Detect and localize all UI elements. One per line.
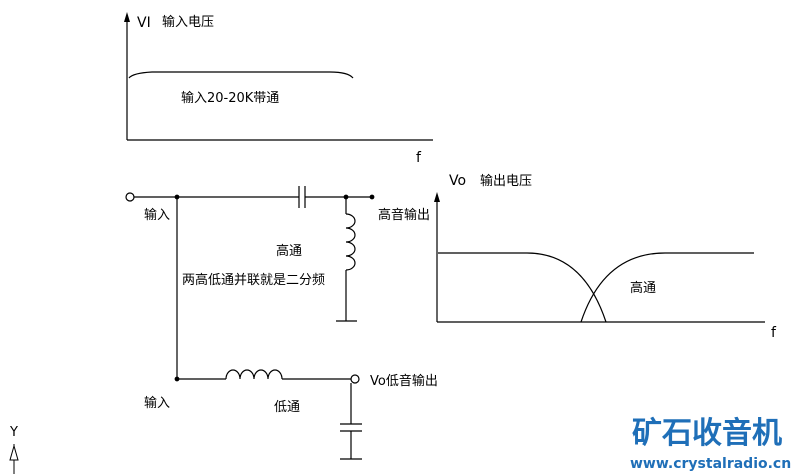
top-y-axis-label: VI — [137, 15, 151, 31]
series-inductor — [225, 369, 283, 380]
crossover-note: 两高低通并联就是二分频 — [182, 272, 325, 288]
input-band-curve — [128, 71, 354, 79]
corner-mark: Y — [9, 425, 18, 440]
input-bottom-label: 输入 — [144, 395, 170, 411]
top-graph-title: 输入电压 — [162, 14, 214, 30]
input-voltage-graph — [124, 12, 433, 141]
output-voltage-graph — [434, 192, 765, 323]
crossover-circuit — [125, 186, 375, 460]
low-output-label: Vo低音输出 — [370, 373, 438, 389]
right-x-axis-label: f — [771, 325, 777, 341]
top-x-axis-label: f — [416, 150, 422, 166]
high-pass-response-curve — [580, 252, 754, 323]
low-pass-response-curve — [438, 252, 607, 323]
low-output-terminal — [350, 374, 360, 384]
input-terminal — [125, 192, 135, 202]
right-high-pass-label: 高通 — [630, 280, 656, 296]
high-output-node — [369, 194, 375, 200]
high-output-label: 高音输出 — [378, 207, 430, 223]
input-top-label: 输入 — [144, 207, 170, 223]
right-y-axis-arrow — [434, 192, 440, 202]
right-graph-title: 输出电压 — [480, 173, 532, 189]
corner-arrow-icon — [9, 444, 19, 474]
watermark-title: 矿石收音机 — [632, 416, 782, 451]
watermark-url: www.crystalradio.cn — [630, 456, 791, 472]
shunt-inductor — [345, 213, 356, 271]
circuit-high-pass-label: 高通 — [276, 243, 302, 259]
input-band-label: 输入20-20K带通 — [181, 90, 279, 106]
top-y-axis-arrow — [124, 12, 130, 22]
circuit-low-pass-label: 低通 — [274, 400, 300, 415]
right-y-axis-label: Vo — [449, 173, 466, 189]
